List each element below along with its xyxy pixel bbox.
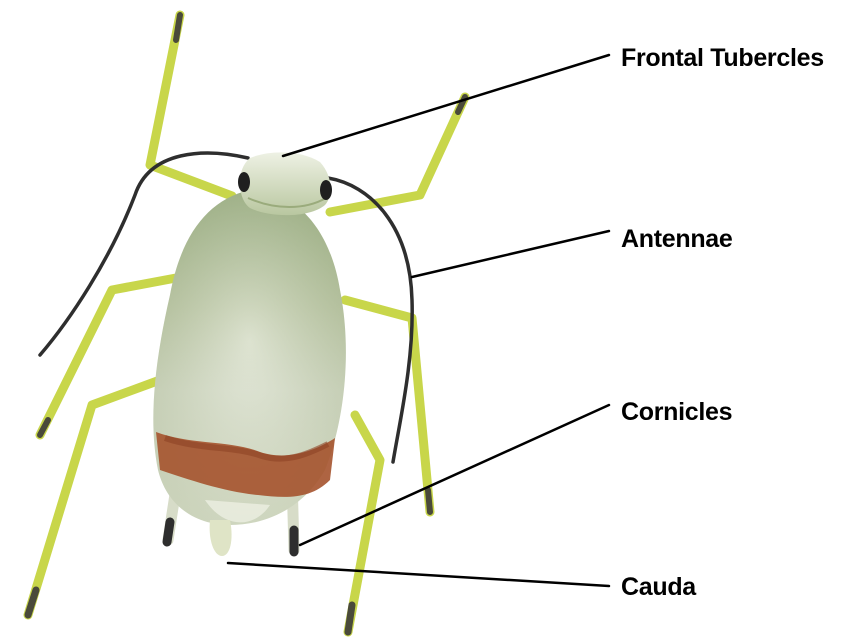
cauda (210, 520, 232, 556)
label-frontal-tubercles: Frontal Tubercles (621, 46, 824, 71)
right-eye-icon (320, 180, 332, 200)
label-antennae: Antennae (621, 227, 733, 252)
leader-line-cauda (228, 563, 609, 586)
aphid-body (153, 190, 346, 525)
leader-line-antennae (412, 231, 609, 277)
left-eye-icon (238, 172, 250, 192)
aphid-head (238, 152, 332, 215)
label-cauda: Cauda (621, 575, 696, 600)
leader-line-cornicles (300, 405, 609, 545)
label-cornicles: Cornicles (621, 400, 732, 425)
